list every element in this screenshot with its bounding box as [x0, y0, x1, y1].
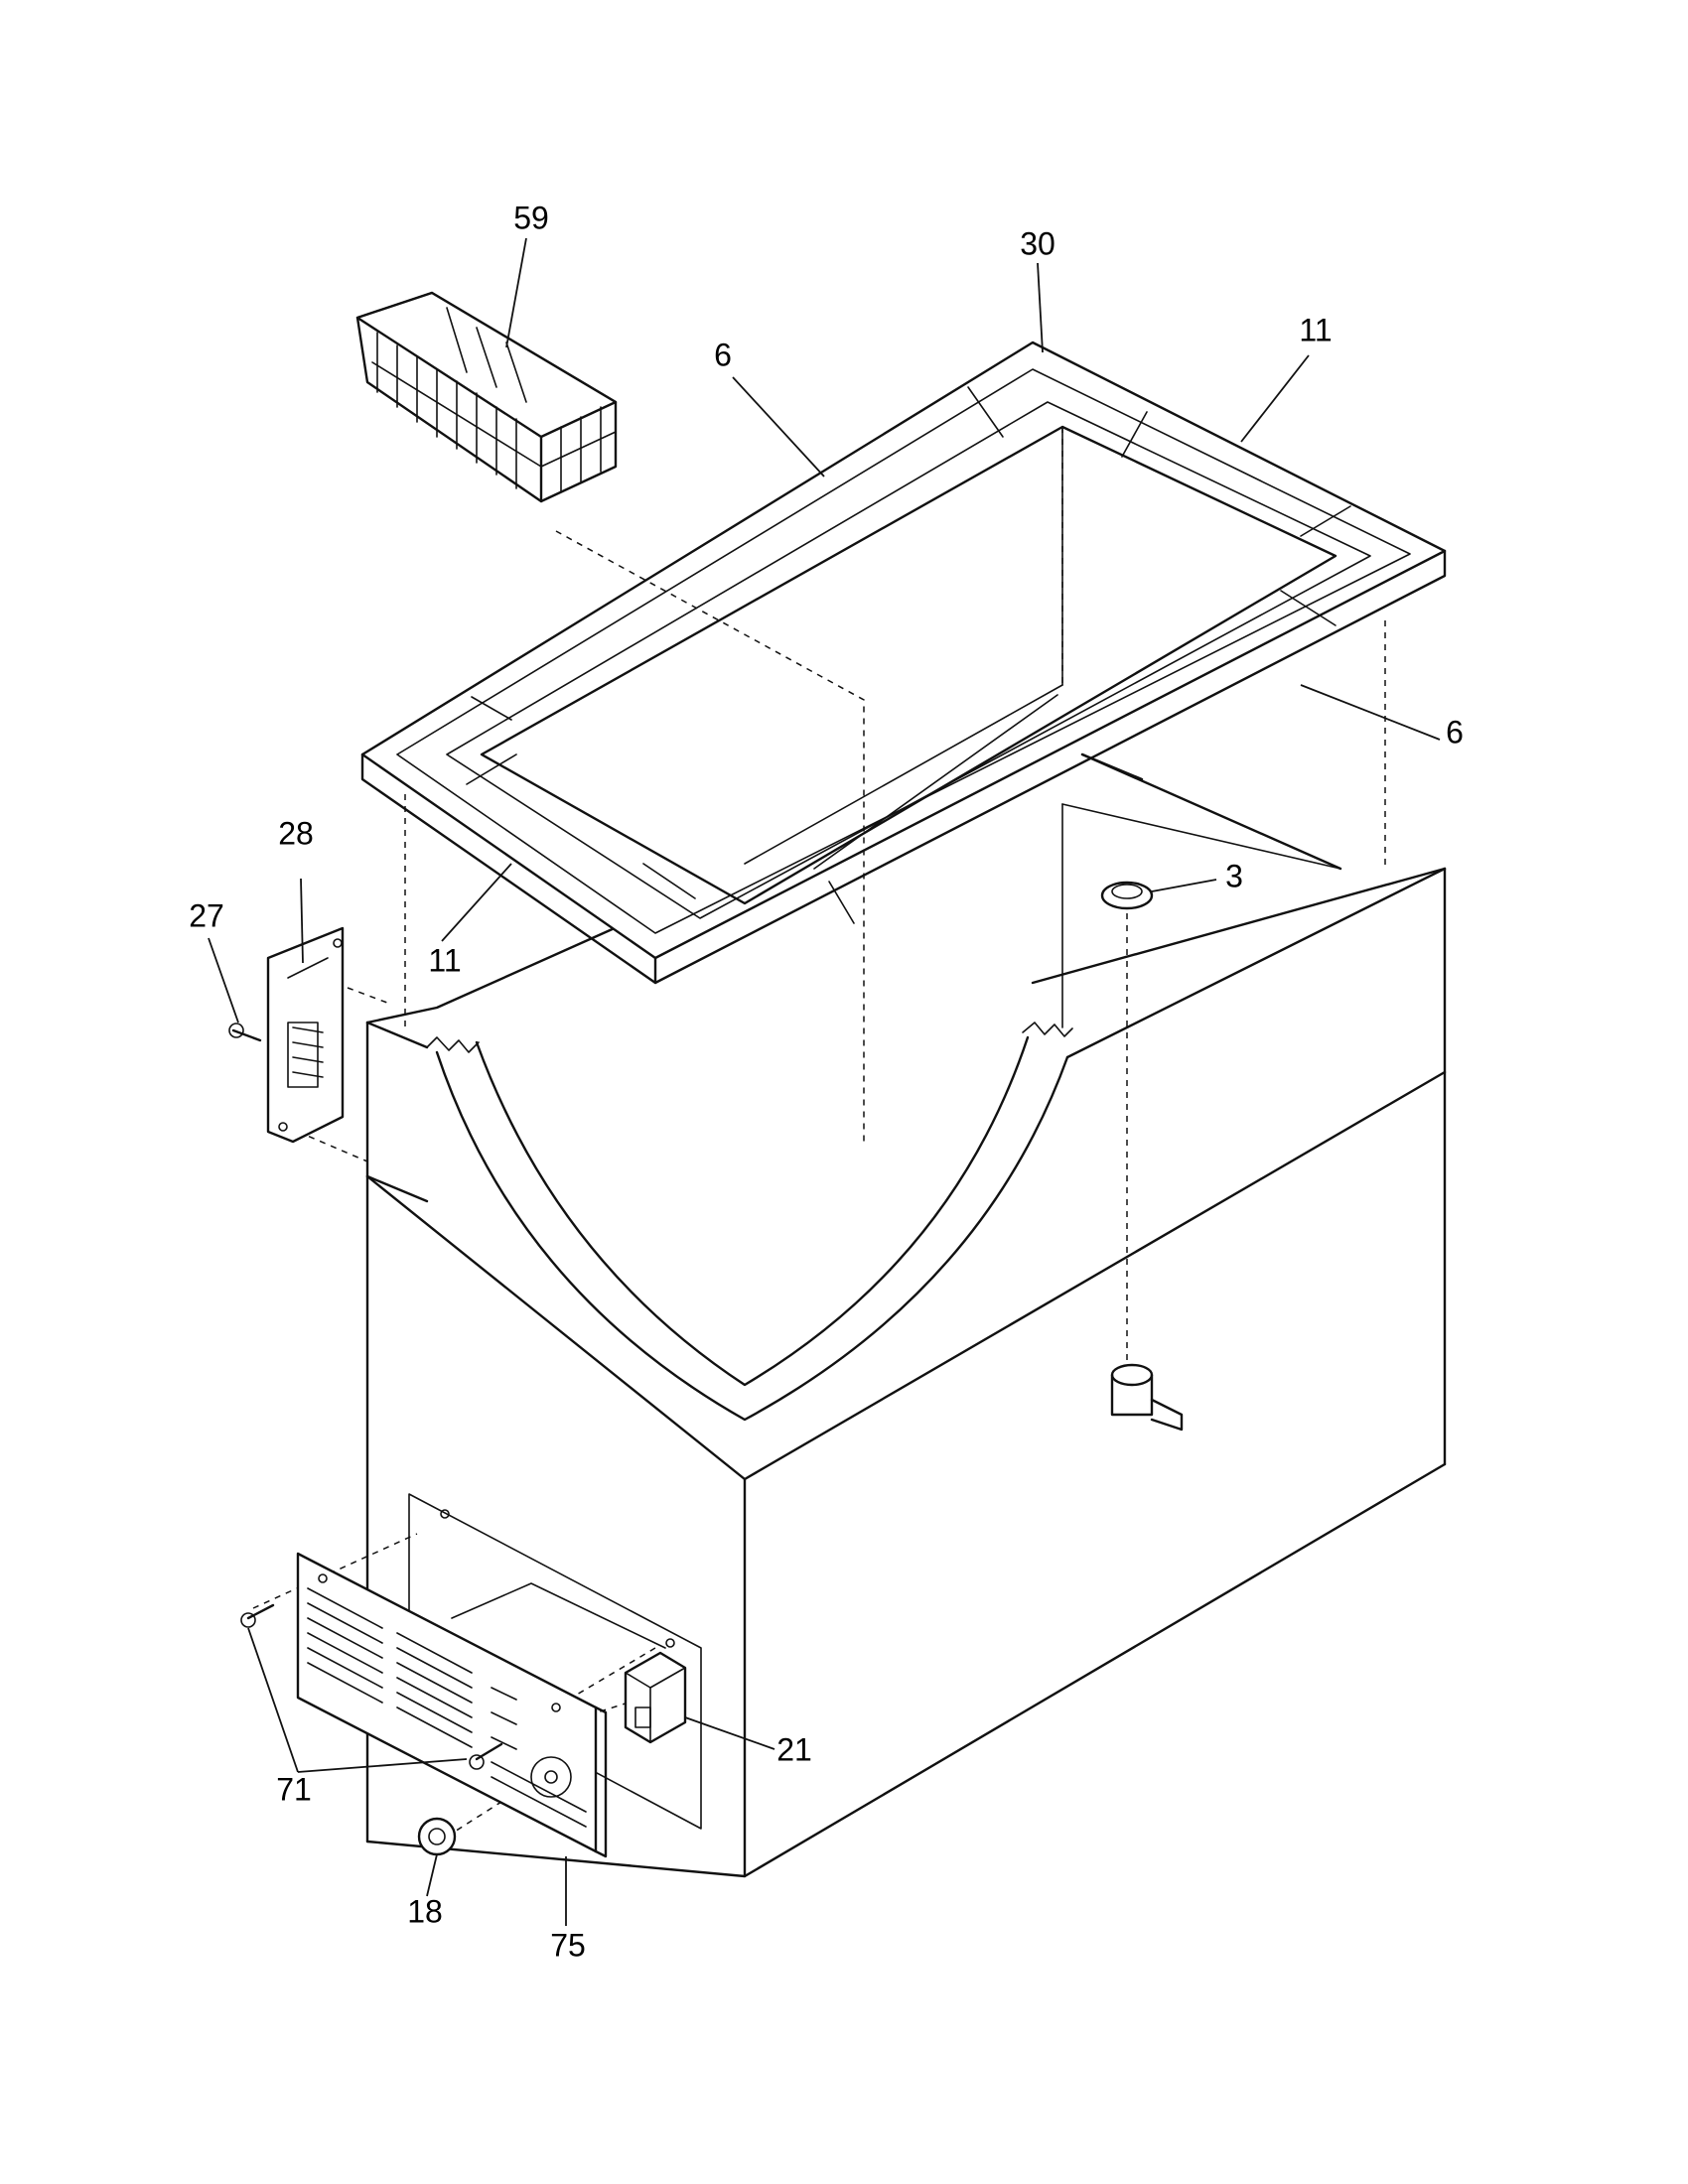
callout-6-front: 6: [1446, 714, 1464, 750]
callout-30: 30: [1020, 225, 1055, 261]
callout-71: 71: [276, 1771, 312, 1807]
callout-11-front: 11: [428, 942, 461, 978]
callout-labels: 59 30 11 6 6 28 27 11 3 21 71 18 75: [189, 200, 1464, 1963]
basket: [355, 291, 618, 503]
cabinet-body: [365, 752, 1447, 1878]
callout-27: 27: [189, 897, 224, 933]
grille: [296, 1552, 608, 1858]
callout-3: 3: [1225, 858, 1243, 893]
callout-6-back: 6: [714, 337, 732, 372]
drain-plug: [1100, 881, 1154, 910]
callout-18: 18: [407, 1893, 443, 1929]
hinge-screw: [228, 1023, 262, 1042]
callout-75: 75: [550, 1927, 586, 1963]
callout-21: 21: [776, 1731, 812, 1767]
drain-fitting: [1110, 1363, 1184, 1432]
callout-11-back: 11: [1299, 312, 1332, 347]
callout-28: 28: [278, 815, 314, 851]
gasket-frame: [360, 341, 1447, 985]
knob: [417, 1817, 457, 1856]
switch: [624, 1651, 687, 1744]
hinge: [266, 926, 345, 1144]
callout-59: 59: [513, 200, 549, 235]
grille-screws: [240, 1603, 503, 1770]
leader-lines: [208, 237, 1441, 1926]
